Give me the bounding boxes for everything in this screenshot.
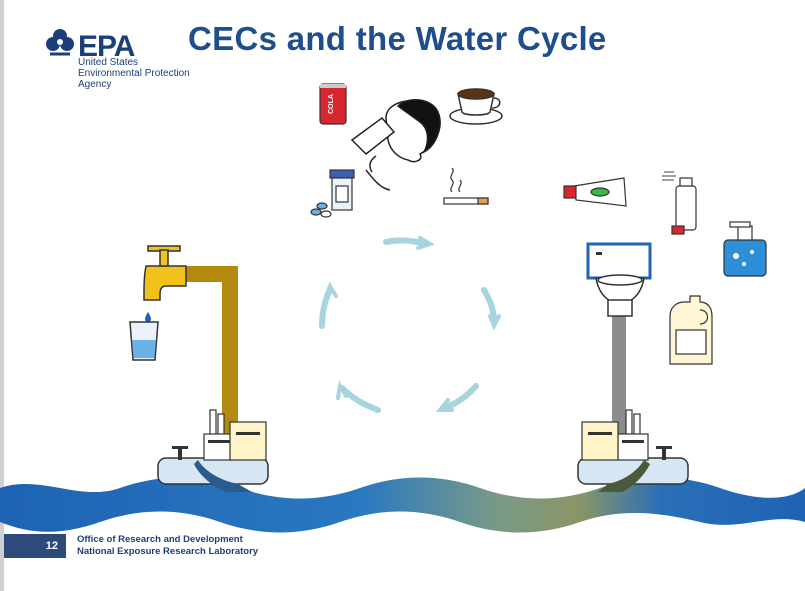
toothpaste-icon	[563, 177, 627, 207]
cola-can-icon: COLA	[319, 83, 347, 125]
epa-flower-icon	[46, 29, 74, 56]
spray-can-icon	[662, 171, 697, 235]
person-drinking-icon	[350, 99, 441, 191]
cigarette-icon	[443, 167, 489, 205]
treatment-plant-icon	[577, 409, 689, 492]
footer-line-2: National Exposure Research Laboratory	[77, 546, 259, 557]
faucet-icon	[143, 245, 238, 442]
agency-line-1: United States	[78, 57, 139, 68]
slide-number: 12	[4, 534, 66, 558]
footer-office: Office of Research and Development Natio…	[77, 534, 258, 558]
toilet-icon	[586, 242, 652, 440]
treatment-plant-icon	[157, 409, 269, 492]
pill-bottle-icon	[310, 169, 355, 218]
water-glass-icon	[129, 321, 159, 361]
epa-logo-text: EPA	[78, 30, 135, 63]
cycle-arrows-icon	[319, 236, 501, 413]
slide-edge	[0, 0, 4, 591]
soap-dispenser-icon	[723, 221, 767, 277]
coffee-cup-icon	[449, 88, 503, 125]
bleach-jug-icon	[669, 295, 713, 365]
water-wave-icon	[0, 477, 805, 533]
agency-line-2: Environmental Protection	[78, 68, 190, 79]
slide-title: CECs and the Water Cycle	[188, 20, 607, 57]
agency-line-3: Agency	[78, 79, 112, 90]
footer-line-1: Office of Research and Development	[77, 534, 243, 545]
cola-label: COLA	[328, 94, 335, 114]
